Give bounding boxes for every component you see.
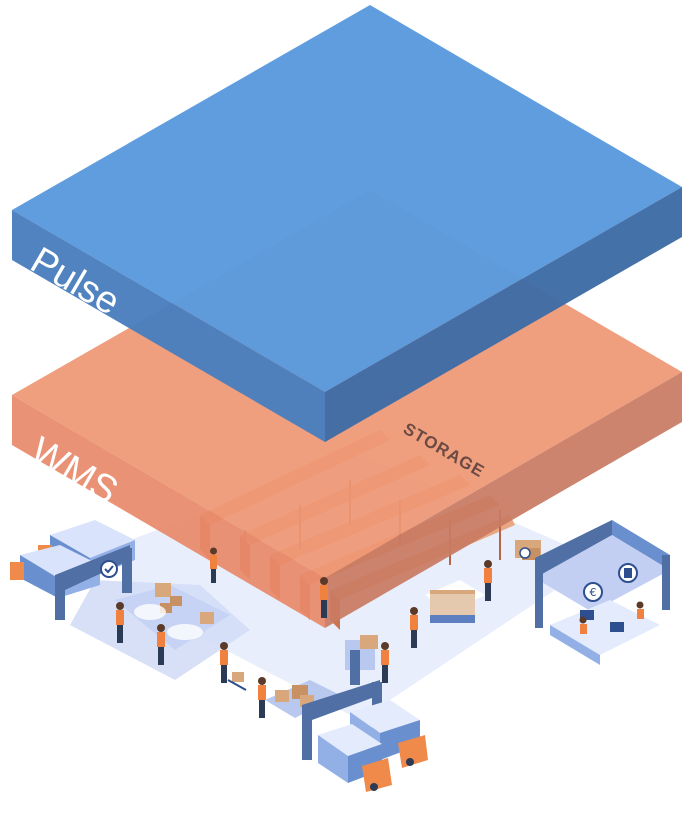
inbound-dock bbox=[10, 520, 135, 620]
worker bbox=[410, 607, 418, 648]
staging-boxes bbox=[134, 583, 214, 640]
shipping-area bbox=[227, 672, 340, 718]
forklift-station bbox=[345, 540, 541, 685]
worker bbox=[381, 642, 389, 683]
truck bbox=[318, 724, 392, 792]
check-icon bbox=[100, 560, 118, 578]
outbound-dock bbox=[302, 680, 428, 792]
worker bbox=[116, 602, 124, 643]
finance-office: € bbox=[535, 520, 670, 665]
euro-icon: € bbox=[583, 582, 603, 602]
worker bbox=[220, 642, 228, 683]
truck bbox=[350, 700, 428, 768]
worker bbox=[484, 560, 492, 601]
workers bbox=[116, 547, 492, 718]
worker bbox=[258, 677, 266, 718]
worker bbox=[210, 547, 217, 583]
document-icon bbox=[618, 563, 638, 583]
worker bbox=[320, 577, 328, 618]
worker bbox=[157, 624, 165, 665]
svg-text:€: € bbox=[590, 586, 597, 599]
